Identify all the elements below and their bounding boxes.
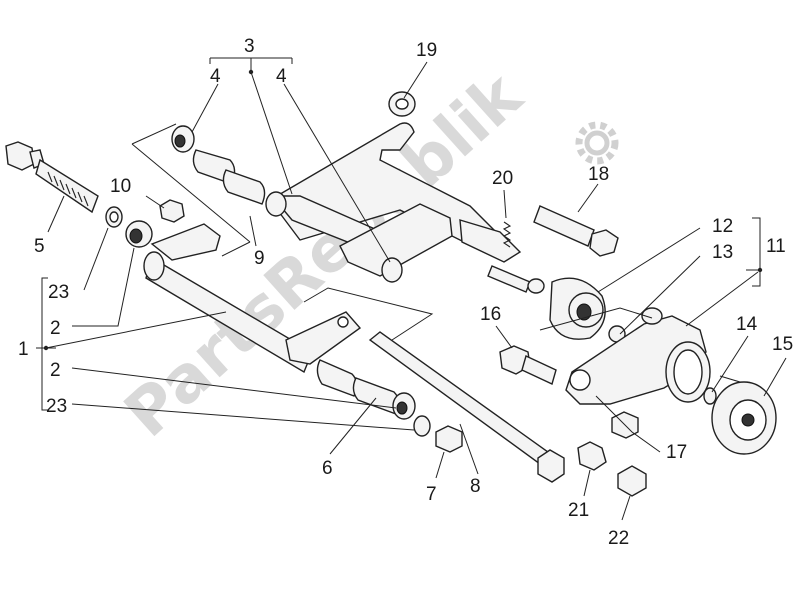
- callout-23-upper: 23: [48, 282, 69, 303]
- callout-labels: 3 4 4 19 20 18 10 5 9 23 2 1 2 23 6 7 8 …: [18, 36, 793, 549]
- swing-arm-lower-tube: [143, 223, 313, 374]
- nut-part-10: [159, 199, 185, 223]
- bushing-part-2-upper: [125, 220, 153, 248]
- callout-16: 16: [480, 304, 501, 325]
- callout-8: 8: [470, 476, 481, 497]
- callout-11: 11: [766, 236, 786, 257]
- callout-20: 20: [492, 168, 513, 189]
- long-bolt-part-8: [368, 331, 565, 483]
- callout-9: 9: [254, 248, 265, 269]
- bolt-part-16: [499, 345, 557, 385]
- leader-lines: [36, 57, 787, 521]
- callout-6: 6: [322, 458, 333, 479]
- sleeve-part-6: [316, 359, 431, 437]
- plug-part-22: [617, 465, 647, 497]
- callout-4-right: 4: [276, 66, 287, 87]
- callout-21: 21: [568, 500, 589, 521]
- callout-14: 14: [736, 314, 758, 335]
- bracket-part-lower: [285, 311, 362, 365]
- bushing-part-19: [388, 91, 416, 117]
- long-bolt-part-5: [5, 141, 99, 214]
- callout-17: 17: [666, 442, 687, 463]
- callout-2-upper: 2: [50, 318, 61, 339]
- callout-13: 13: [712, 242, 733, 263]
- callout-15: 15: [772, 334, 793, 355]
- cover-part-15: [711, 381, 777, 455]
- callout-18: 18: [588, 164, 609, 185]
- bushing-part-4-left: [171, 125, 195, 153]
- spring-part-20: [502, 221, 512, 248]
- callout-2-lower: 2: [50, 360, 61, 381]
- callout-23-lower: 23: [46, 396, 67, 417]
- swing-arm-upper: [265, 122, 522, 283]
- callout-22: 22: [608, 528, 629, 549]
- bracket-part-11: [565, 307, 711, 405]
- callout-7: 7: [426, 484, 437, 505]
- silent-block-part-13: [549, 277, 606, 340]
- callout-5: 5: [34, 236, 45, 257]
- nut-part-7: [435, 425, 463, 453]
- callout-4-left: 4: [210, 66, 221, 87]
- sleeve-part-upper-2: [222, 169, 266, 205]
- callout-19: 19: [416, 40, 437, 61]
- callout-3: 3: [244, 36, 255, 57]
- plug-part-21: [577, 441, 607, 471]
- bolt-part-18: [533, 205, 619, 257]
- gear-icon: [575, 121, 619, 165]
- callout-10: 10: [110, 176, 131, 197]
- callout-12: 12: [712, 216, 733, 237]
- pin-part-12: [487, 265, 545, 294]
- callout-1: 1: [18, 339, 29, 360]
